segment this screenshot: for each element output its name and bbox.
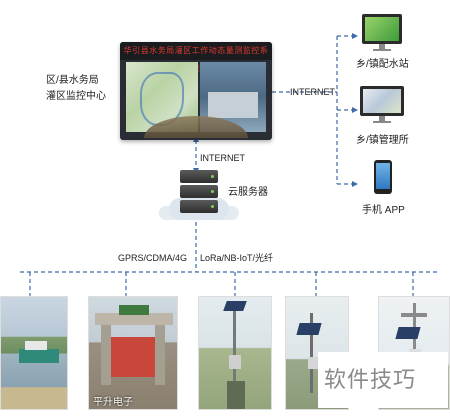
center-label-line1: 区/县水务局 bbox=[46, 75, 99, 86]
watermark-text: 软件技巧 bbox=[324, 368, 417, 393]
cloud-server-label: 云服务器 bbox=[228, 187, 268, 198]
photo-caption: 平升电子 bbox=[93, 397, 133, 408]
field-photo-gate-station: 平升电子 bbox=[88, 296, 178, 410]
gprs-label: GPRS/CDMA/4G bbox=[118, 253, 188, 263]
server-icon bbox=[180, 170, 218, 214]
center-label-line2: 灌区监控中心 bbox=[46, 91, 106, 102]
internet-label-down: INTERNET bbox=[200, 153, 245, 163]
client-label-water-station: 乡/镇配水站 bbox=[356, 59, 409, 70]
field-photo-river-pump-station bbox=[0, 296, 68, 410]
wall-banner: 华引县水务局灌区工作动态量测监控系统 bbox=[120, 42, 272, 73]
client-label-management-office: 乡/镇管理所 bbox=[356, 135, 409, 146]
desktop-monitor-icon bbox=[362, 14, 402, 54]
internet-label-right: INTERNET bbox=[290, 87, 335, 97]
monitoring-wall-image: 华引县水务局灌区工作动态量测监控系统 bbox=[120, 42, 272, 140]
client-label-mobile-app: 手机 APP bbox=[362, 205, 405, 216]
sand-table bbox=[144, 116, 248, 138]
watermark: 软件技巧 bbox=[318, 352, 448, 408]
smartphone-icon bbox=[374, 160, 392, 194]
lora-label: LoRa/NB-IoT/光纤 bbox=[200, 253, 274, 263]
map-monitor-icon bbox=[360, 86, 404, 126]
field-photo-solar-pole-channel bbox=[198, 296, 272, 410]
